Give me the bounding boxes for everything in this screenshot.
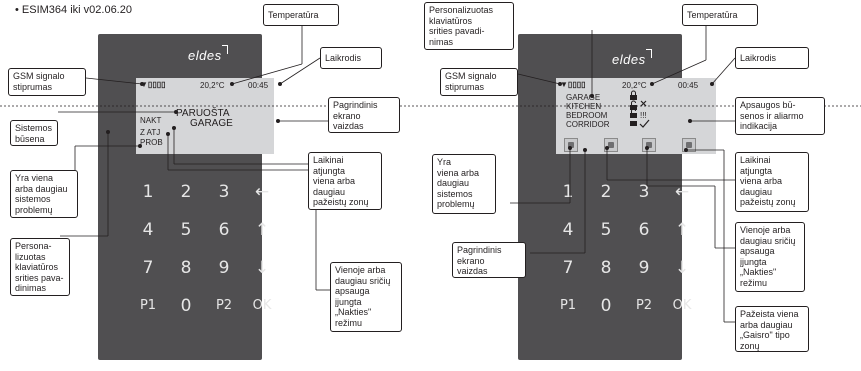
- lcd-flag-bypass: Z ATJ: [140, 128, 161, 137]
- key-11[interactable]: 9: [638, 258, 650, 278]
- callout-gsm-signal: GSM signalo stiprumas: [8, 68, 86, 96]
- lcd-partition-2: KITCHEN: [566, 102, 602, 111]
- key-16[interactable]: OK: [252, 298, 272, 313]
- key-5[interactable]: 4: [562, 220, 574, 240]
- lcd-partition: GARAGE: [190, 118, 233, 129]
- callout-bypassed-zones: Laikinai atjungta viena arba daugiau paž…: [308, 152, 382, 210]
- key-1[interactable]: 1: [562, 182, 574, 202]
- callout-partition-name: Persona- lizuotas klaviatūros srities pa…: [10, 238, 70, 296]
- lcd-partition-1: GARAGE: [566, 93, 601, 102]
- key-14[interactable]: 0: [600, 296, 612, 316]
- problem-pictogram: [564, 138, 578, 152]
- callout-system-status: Sistemos būsena: [10, 120, 58, 146]
- key-2[interactable]: 2: [180, 182, 192, 202]
- callout-fire-zones: Pažeista viena arba daugiau „Gaisro" tip…: [735, 306, 809, 352]
- key-16[interactable]: OK: [672, 298, 692, 313]
- callout-partition-name: Personalizuotas klaviatūros srities pava…: [424, 2, 514, 50]
- callout-arm-status: Apsaugos bū- senos ir aliarmo indikacija: [735, 97, 825, 135]
- key-1[interactable]: 1: [142, 182, 154, 202]
- arm-status-icons: !!!: [630, 90, 650, 128]
- night-pictogram: [642, 138, 656, 152]
- callout-night-mode: Vienoje arba daugiau sričių apsauga įjun…: [330, 262, 402, 332]
- key-12[interactable]: ↓: [254, 258, 270, 278]
- key-13[interactable]: P1: [559, 298, 577, 313]
- key-15[interactable]: P2: [215, 298, 233, 313]
- callout-night-mode: Vienoje arba daugiau sričių apsauga įjun…: [735, 222, 805, 292]
- callout-temperature: Temperatūra: [263, 4, 339, 26]
- key-15[interactable]: P2: [635, 298, 653, 313]
- lcd-temperature: 20,2°C: [200, 81, 225, 90]
- fire-pictogram: [682, 138, 696, 152]
- callout-clock: Laikrodis: [320, 47, 382, 69]
- key-12[interactable]: ↓: [674, 258, 690, 278]
- key-9[interactable]: 7: [142, 258, 154, 278]
- lcd-left: ▼▯▯▯▯ 20,2°C 00:45 PARUOŠTA GARAGE NAKT …: [136, 78, 274, 154]
- signal-icon: ▼▯▯▯▯: [560, 80, 586, 89]
- lcd-partition-3: BEDROOM: [566, 111, 608, 120]
- brand-logo-left: eldes: [188, 45, 228, 63]
- callout-temperature: Temperatūra: [682, 4, 758, 26]
- callout-main-screen: Pagrindinis ekrano vaizdas: [328, 97, 400, 133]
- callout-bypassed-zones: Laikinai atjungta viena arba daugiau paž…: [735, 152, 809, 212]
- callout-clock: Laikrodis: [735, 47, 809, 69]
- lcd-clock: 00:45: [678, 81, 699, 90]
- bypass-pictogram: [604, 138, 618, 152]
- callout-problem: Yra viena arba daugiau sistemos problemų: [10, 170, 78, 218]
- key-7[interactable]: 6: [638, 220, 650, 240]
- key-8[interactable]: ↑: [674, 220, 690, 240]
- key-6[interactable]: 5: [600, 220, 612, 240]
- key-11[interactable]: 9: [218, 258, 230, 278]
- key-5[interactable]: 4: [142, 220, 154, 240]
- key-14[interactable]: 0: [180, 296, 192, 316]
- lcd-right: ▼▯▯▯▯ 20,2°C 00:45 GARAGE KITCHEN BEDROO…: [556, 78, 716, 154]
- key-3[interactable]: 3: [218, 182, 230, 202]
- callout-problem: Yra viena arba daugiau sistemos problemų: [432, 154, 496, 214]
- key-3[interactable]: 3: [638, 182, 650, 202]
- key-9[interactable]: 7: [562, 258, 574, 278]
- page-header: • ESIM364 iki v02.06.20: [15, 4, 132, 16]
- callout-main-screen: Pagrindinis ekrano vaizdas: [452, 242, 526, 278]
- lcd-temperature: 20,2°C: [622, 81, 647, 90]
- key-7[interactable]: 6: [218, 220, 230, 240]
- key-4[interactable]: ←: [674, 182, 690, 202]
- lcd-flag-night: NAKT: [140, 116, 162, 125]
- brand-logo-right: eldes: [612, 49, 652, 67]
- key-8[interactable]: ↑: [254, 220, 270, 240]
- callout-gsm-signal: GSM signalo stiprumas: [440, 68, 518, 96]
- key-4[interactable]: ←: [254, 182, 270, 202]
- lcd-status: PARUOŠTA: [176, 108, 230, 119]
- key-6[interactable]: 5: [180, 220, 192, 240]
- lcd-clock: 00:45: [248, 81, 269, 90]
- svg-text:!!!: !!!: [640, 111, 647, 120]
- key-2[interactable]: 2: [600, 182, 612, 202]
- lcd-partition-4: CORRIDOR: [566, 120, 610, 129]
- key-10[interactable]: 8: [600, 258, 612, 278]
- key-13[interactable]: P1: [139, 298, 157, 313]
- signal-icon: ▼▯▯▯▯: [140, 80, 166, 89]
- lcd-flag-problem: PROB: [140, 138, 163, 147]
- key-10[interactable]: 8: [180, 258, 192, 278]
